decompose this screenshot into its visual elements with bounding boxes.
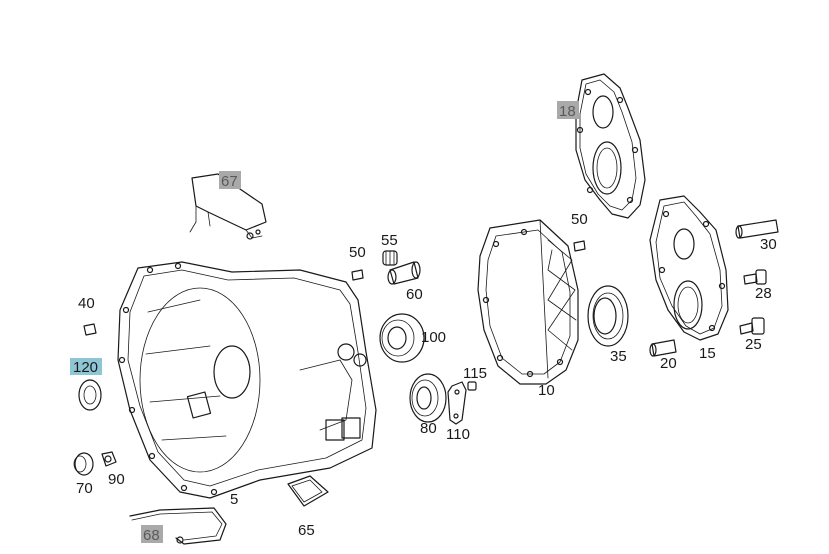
part-68-harness bbox=[129, 507, 227, 545]
callout-110: 110 bbox=[446, 426, 470, 443]
part-20-sleeve bbox=[649, 339, 677, 357]
part-80-bearing bbox=[409, 373, 447, 423]
part-18-rear-cover bbox=[575, 73, 646, 219]
callout-115: 115 bbox=[463, 365, 487, 382]
highlight-box-120 bbox=[70, 358, 102, 375]
part-35-bearing bbox=[587, 285, 629, 347]
callout-28: 28 bbox=[755, 285, 772, 302]
part-60-sleeve bbox=[387, 261, 421, 285]
part-drawings bbox=[73, 73, 779, 545]
callout-18: 18 bbox=[559, 103, 576, 120]
highlight-box-67 bbox=[219, 171, 241, 189]
part-5-bell-housing bbox=[117, 261, 377, 499]
highlight-box-68 bbox=[141, 525, 163, 543]
part-10-center-housing bbox=[477, 219, 579, 385]
part-65-pad bbox=[287, 475, 329, 507]
callout-80: 80 bbox=[420, 420, 437, 437]
part-30-bolt bbox=[735, 219, 779, 239]
part-50-pin-lower bbox=[351, 269, 364, 281]
callout-120: 120 bbox=[73, 359, 98, 376]
callout-50-upper: 50 bbox=[571, 211, 588, 228]
callout-90: 90 bbox=[108, 471, 125, 488]
part-25-screw bbox=[739, 317, 765, 335]
callout-40: 40 bbox=[78, 295, 95, 312]
highlight-box-18 bbox=[557, 101, 579, 119]
callout-15: 15 bbox=[699, 345, 716, 362]
part-70-plug bbox=[73, 452, 94, 476]
callout-70: 70 bbox=[76, 480, 93, 497]
callout-10: 10 bbox=[538, 382, 555, 399]
callout-30: 30 bbox=[760, 236, 777, 253]
part-100-bearing bbox=[379, 313, 425, 363]
callout-20: 20 bbox=[660, 355, 677, 372]
callout-100: 100 bbox=[421, 329, 446, 346]
highlight-boxes bbox=[70, 101, 579, 543]
callout-50-lower: 50 bbox=[349, 244, 366, 261]
part-120-seal-ring bbox=[78, 379, 102, 411]
part-115-screw bbox=[467, 381, 477, 391]
part-15-intermediate-plate bbox=[649, 195, 729, 341]
part-28-screw bbox=[743, 269, 767, 285]
callout-55: 55 bbox=[381, 232, 398, 249]
callout-65: 65 bbox=[298, 522, 315, 539]
part-40-plug bbox=[83, 323, 97, 336]
callout-5: 5 bbox=[230, 491, 238, 508]
callout-labels: 18 50 30 67 50 55 60 28 40 100 25 35 20 … bbox=[73, 103, 777, 544]
callout-35: 35 bbox=[610, 348, 627, 365]
part-50-pin-upper bbox=[573, 240, 586, 252]
callout-25: 25 bbox=[745, 336, 762, 353]
part-90-screw bbox=[101, 451, 117, 467]
part-55-needle-roller bbox=[382, 250, 398, 266]
callout-67: 67 bbox=[221, 173, 238, 190]
callout-60: 60 bbox=[406, 286, 423, 303]
callout-68: 68 bbox=[143, 527, 160, 544]
part-110-lever bbox=[447, 381, 467, 425]
